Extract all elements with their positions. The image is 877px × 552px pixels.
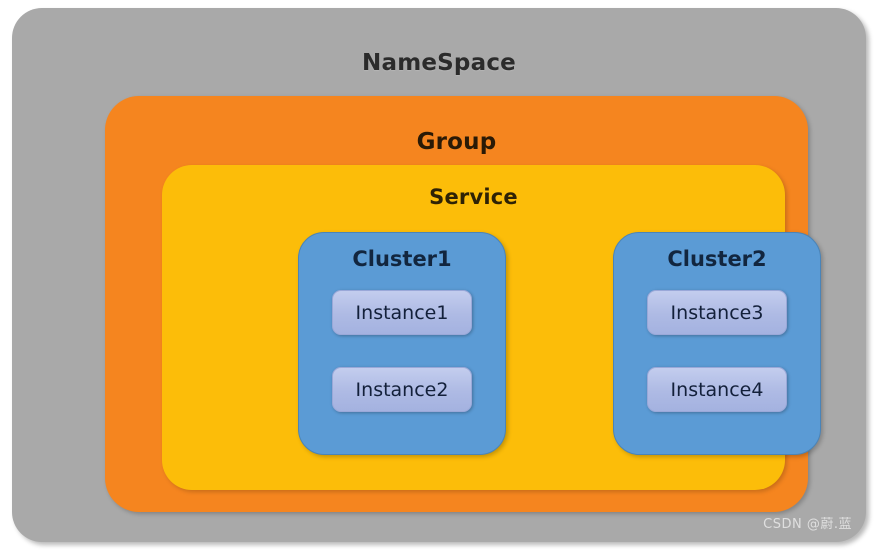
cluster-box-2: Cluster2 Instance3 Instance4 <box>613 232 821 455</box>
clusters-row: Cluster1 Instance1 Instance2 Cluster2 In… <box>162 165 821 490</box>
watermark: CSDN @蔚.蓝 <box>763 517 852 532</box>
instance-label-2: Instance2 <box>355 378 449 401</box>
instance-label-1: Instance1 <box>355 301 449 324</box>
namespace-container: NameSpace Group Service Cluster1 Instanc… <box>12 8 866 542</box>
cluster-box-1: Cluster1 Instance1 Instance2 <box>298 232 506 455</box>
cluster-label-1: Cluster1 <box>352 247 452 271</box>
instance-box-2: Instance2 <box>332 367 472 412</box>
namespace-label: NameSpace <box>362 50 516 76</box>
cluster-label-2: Cluster2 <box>667 247 767 271</box>
instance-box-3: Instance3 <box>647 290 787 335</box>
instance-label-4: Instance4 <box>670 378 764 401</box>
group-container: Group Service Cluster1 Instance1 Instanc… <box>105 96 821 512</box>
service-label: Service <box>429 185 518 209</box>
group-label: Group <box>416 129 497 155</box>
service-container: Service Cluster1 Instance1 Instance2 <box>162 165 821 490</box>
instance-label-3: Instance3 <box>670 301 764 324</box>
instance-box-1: Instance1 <box>332 290 472 335</box>
instance-box-4: Instance4 <box>647 367 787 412</box>
